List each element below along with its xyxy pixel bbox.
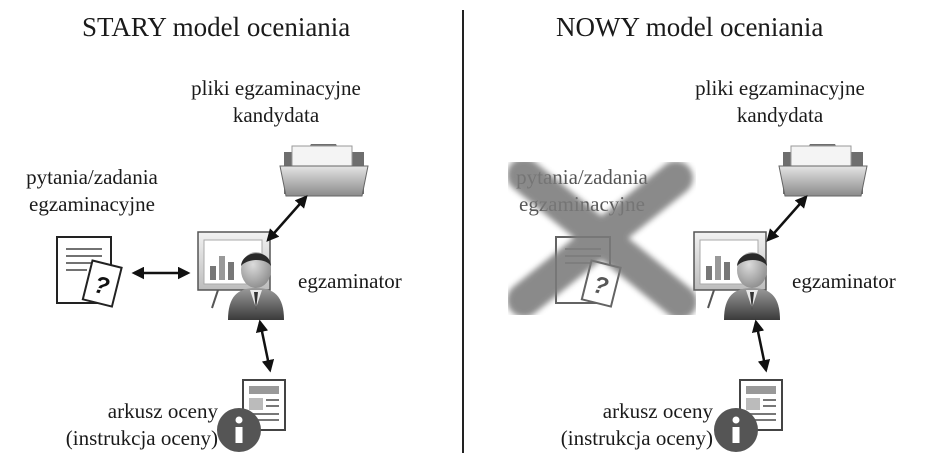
right-sheet-label-line1: arkusz oceny	[602, 399, 713, 423]
arrow-examiner-sheet	[751, 319, 771, 373]
right-files-label-line2: kandydata	[736, 103, 824, 127]
question-document-icon: ?	[555, 236, 622, 308]
right-examiner-label: egzaminator	[792, 269, 896, 293]
arrow-examiner-files	[266, 195, 308, 242]
svg-text:?: ?	[91, 271, 112, 301]
arrow-examiner-files	[766, 195, 808, 242]
right-sheet-label-line2: (instrukcja oceny)	[560, 426, 713, 450]
left-files-label-line1: pliki egzaminacyjne	[191, 76, 361, 100]
info-icon	[714, 408, 758, 452]
right-questions-label-line1: pytania/zadania	[516, 165, 648, 189]
left-sheet-label-line2: (instrukcja oceny)	[65, 426, 218, 450]
left-panel-title: STARY model oceniania	[82, 12, 351, 42]
left-sheet-label-line1: arkusz oceny	[107, 399, 218, 423]
right-files-label: pliki egzaminacyjne kandydata	[670, 75, 890, 129]
left-questions-label-line2: egzaminacyjne	[29, 192, 155, 216]
right-questions-label: pytania/zadania egzaminacyjne	[496, 164, 668, 218]
left-questions-label-line1: pytania/zadania	[26, 165, 158, 189]
examiner-presentation-icon	[693, 231, 780, 320]
folder-icon	[778, 144, 868, 197]
left-sheet-label: arkusz oceny (instrukcja oceny)	[20, 398, 218, 452]
examiner-presentation-icon	[197, 231, 284, 320]
info-icon	[217, 408, 261, 452]
arrow-examiner-sheet	[255, 319, 275, 373]
right-panel-title: NOWY model oceniania	[556, 12, 824, 42]
folder-icon	[279, 144, 369, 197]
right-sheet-label: arkusz oceny (instrukcja oceny)	[515, 398, 713, 452]
left-examiner-label: egzaminator	[298, 269, 402, 293]
right-questions-label-line2: egzaminacyjne	[519, 192, 645, 216]
left-questions-label: pytania/zadania egzaminacyjne	[6, 164, 178, 218]
left-files-label-line2: kandydata	[232, 103, 320, 127]
question-document-icon: ?	[56, 236, 123, 308]
right-files-label-line1: pliki egzaminacyjne	[695, 76, 865, 100]
left-files-label: pliki egzaminacyjne kandydata	[166, 75, 386, 129]
